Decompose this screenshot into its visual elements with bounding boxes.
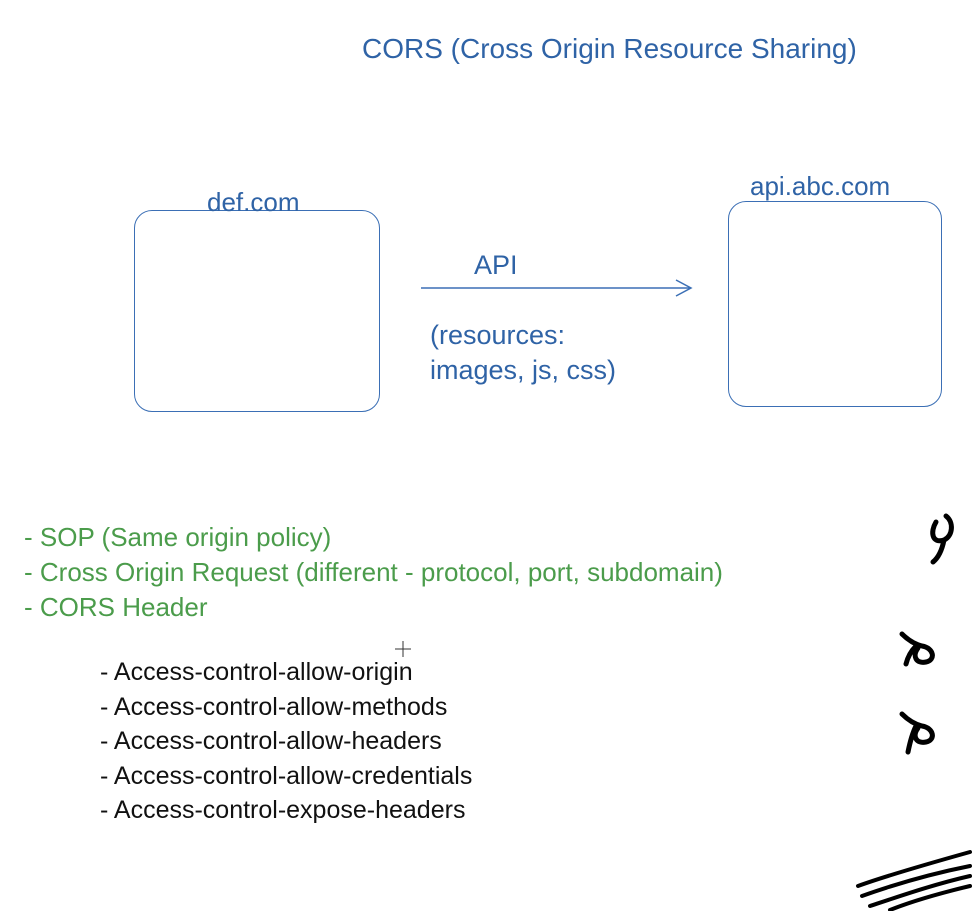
- crosshair-cursor-icon: [395, 641, 411, 657]
- server-label: api.abc.com: [750, 171, 891, 201]
- ink-scribble: [856, 850, 972, 911]
- client-box: [134, 210, 380, 412]
- cors-header-item: - Access-control-allow-headers: [100, 727, 442, 755]
- key-point: - SOP (Same origin policy): [24, 522, 332, 552]
- ink-mark-2: [899, 631, 935, 667]
- ink-mark-1: [930, 513, 954, 565]
- resources-note: (resources: images, js, css): [430, 318, 616, 388]
- cors-header-item: - Access-control-allow-credentials: [100, 761, 473, 790]
- resources-note-line-2: images, js, css): [430, 355, 617, 385]
- resources-note-line-1: (resources:: [430, 320, 566, 350]
- cors-header-item: - Access-control-allow-methods: [100, 692, 448, 721]
- cors-headers-list: - Access-control-allow-origin - Access-c…: [100, 655, 472, 828]
- key-point: - Cross Origin Request (different - prot…: [24, 557, 723, 587]
- api-label: API: [474, 250, 518, 280]
- server-box: [728, 201, 942, 407]
- key-points-list: - SOP (Same origin policy) - Cross Origi…: [24, 520, 723, 625]
- ink-mark-3: [899, 711, 935, 755]
- cors-header-item: - Access-control-allow-origin: [100, 658, 413, 686]
- key-point: - CORS Header: [24, 592, 208, 622]
- client-label: def.com: [207, 187, 300, 217]
- diagram-title: CORS (Cross Origin Resource Sharing): [362, 33, 857, 64]
- cors-header-item: - Access-control-expose-headers: [100, 796, 466, 824]
